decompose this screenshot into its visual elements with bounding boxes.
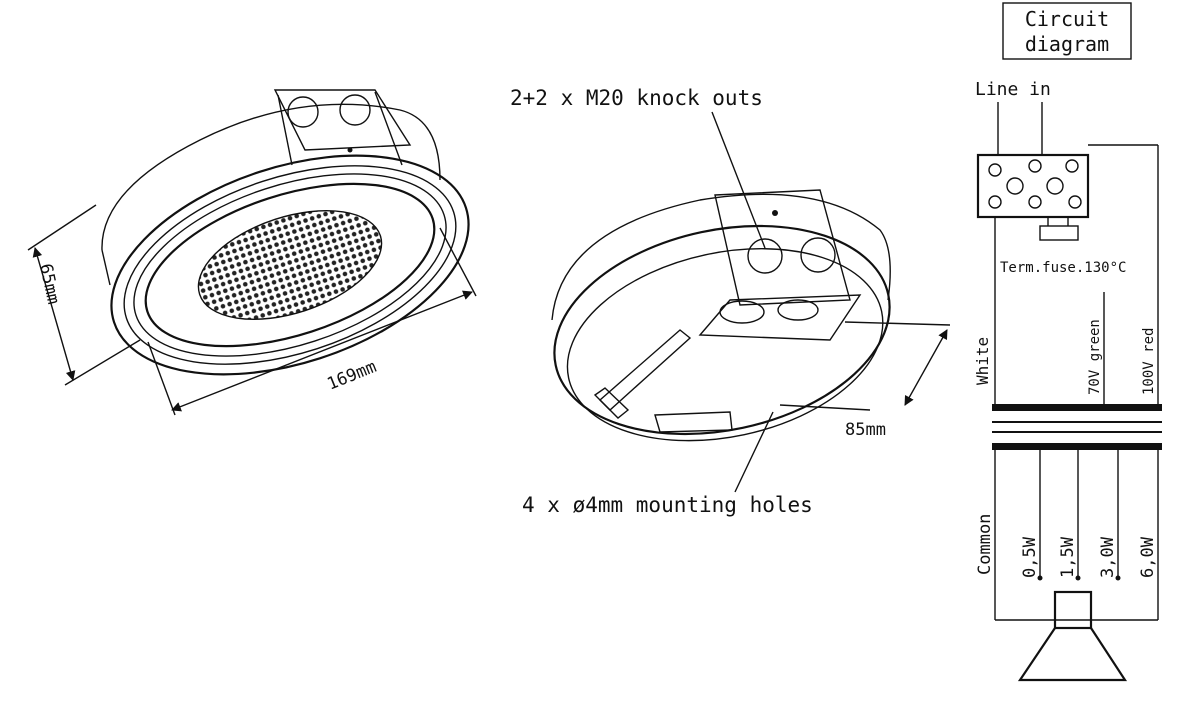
knockout-hole-icon [800,237,836,273]
dim-height-label: 65mm [35,262,63,306]
dim-width-label: 169mm [324,357,379,395]
mounting-holes-label: 4 x ø4mm mounting holes [522,493,813,517]
circuit-title-line1: Circuit [1025,7,1109,31]
knockout-hole-icon [339,94,371,126]
tap-label: 3,0W [1098,536,1118,578]
speaker-grille [197,210,383,320]
knockout-hole-icon [287,96,319,128]
circuit-title-box [1002,2,1132,60]
knockouts-label: 2+2 x M20 knock outs [510,86,763,110]
transformer-primary [992,404,1162,411]
tap-70v-label: 70V green [1087,319,1103,395]
line-in-label: Line in [975,79,1051,100]
speaker-back-view: 2+2 x M20 knock outs 85mm 4 x ø4mm mount… [510,86,951,517]
knockout-hole-icon [747,238,783,274]
circuit-title-line2: diagram [1025,32,1109,56]
terminal-block [976,153,1090,219]
tap-100v-label: 100V red [1141,328,1157,395]
tap-label: 0,5W [1020,536,1040,578]
tap-label: 1,5W [1058,536,1078,578]
transformer-secondary [992,443,1162,450]
dim-depth-label: 85mm [845,420,886,440]
speaker-front-view: 65mm 169mm [27,89,477,416]
fuse-label: Term.fuse.130°C [1000,260,1126,276]
terminal-screws [988,159,1082,209]
tap-label: 6,0W [1138,536,1158,578]
circuit-diagram: Circuit diagram Line in Term.fuse.130°C … [973,2,1162,682]
loudspeaker-icon [1017,590,1128,682]
common-label: Common [975,514,995,575]
thermal-fuse-icon [1039,225,1079,241]
white-label: White [973,337,992,385]
